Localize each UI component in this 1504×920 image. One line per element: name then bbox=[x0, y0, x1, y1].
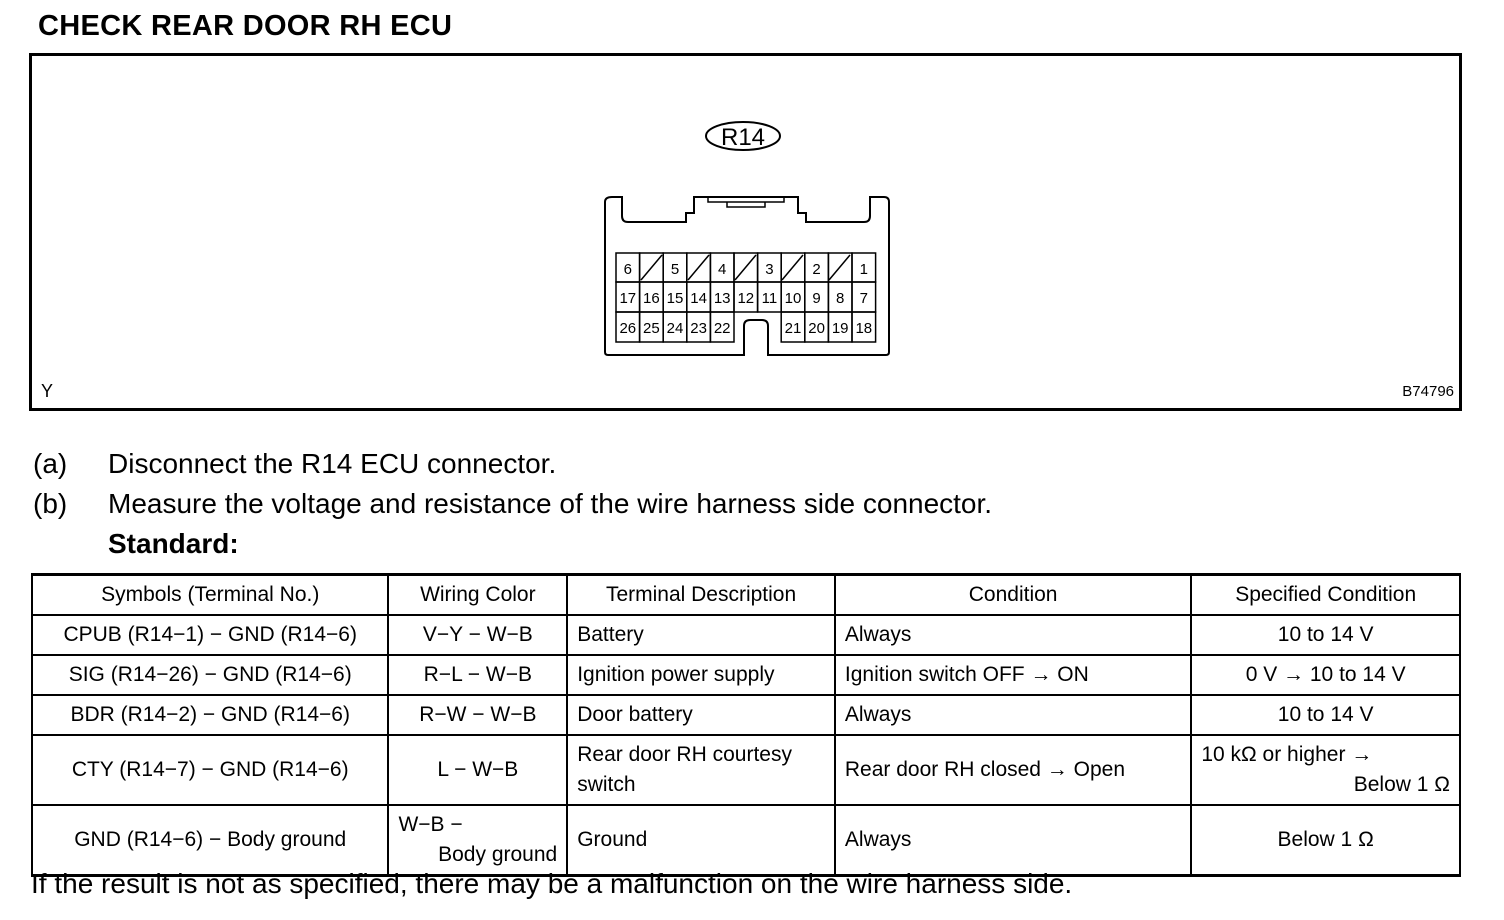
terminal-number: 24 bbox=[667, 320, 684, 337]
condition-cell: Ignition switch OFF → ON bbox=[833, 654, 1193, 696]
step-text: Disconnect the R14 ECU connector. bbox=[108, 448, 557, 479]
description-cell: Battery bbox=[566, 614, 836, 656]
terminal-number: 3 bbox=[765, 261, 773, 278]
terminal-number: 8 bbox=[836, 290, 844, 307]
description-cell: Door battery bbox=[566, 694, 836, 736]
standard-table: Symbols (Terminal No.) Wiring Color Term… bbox=[30, 573, 1461, 877]
terminal-number: 2 bbox=[812, 261, 820, 278]
wiring-color-cell: R−W − W−B bbox=[387, 694, 569, 736]
spec-line: Below 1 Ω bbox=[1353, 773, 1450, 796]
terminal-number: 14 bbox=[690, 290, 707, 307]
figure-id: B74796 bbox=[1402, 383, 1454, 400]
specified-condition-cell: Below 1 Ω bbox=[1190, 804, 1461, 877]
column-header: Terminal Description bbox=[566, 573, 836, 616]
terminal-number: 22 bbox=[714, 320, 731, 337]
column-header: Condition bbox=[833, 573, 1193, 616]
footer-note: If the result is not as specified, there… bbox=[31, 868, 1073, 899]
wiring-color-cell: L − W−B bbox=[387, 734, 569, 806]
terminal-number: 17 bbox=[619, 290, 636, 307]
terminal-number: 16 bbox=[643, 290, 660, 307]
figure-corner-label: Y bbox=[41, 381, 54, 401]
terminal-number: 6 bbox=[624, 261, 632, 278]
wiring-color-line: W−B − bbox=[398, 813, 463, 836]
step-text: Measure the voltage and resistance of th… bbox=[108, 488, 993, 519]
description-cell: Rear door RH courtesy switch bbox=[566, 734, 836, 806]
symbol-cell: CPUB (R14−1) − GND (R14−6) bbox=[30, 614, 390, 656]
terminal-number: 25 bbox=[643, 320, 660, 337]
spec-line: 10 kΩ or higher → bbox=[1201, 743, 1373, 766]
terminal-number: 4 bbox=[718, 261, 726, 278]
symbol-cell: GND (R14−6) − Body ground bbox=[30, 804, 390, 877]
table-row: BDR (R14−2) − GND (R14−6) R−W − W−B Door… bbox=[30, 694, 1461, 736]
terminal-number: 19 bbox=[832, 320, 849, 337]
specified-condition-cell: 10 kΩ or higher → Below 1 Ω bbox=[1190, 734, 1461, 806]
description-line: switch bbox=[577, 773, 636, 796]
description-cell: Ignition power supply bbox=[566, 654, 836, 696]
unused-terminal-marks bbox=[640, 254, 851, 281]
wiring-color-cell: V−Y − W−B bbox=[387, 614, 569, 656]
condition-cell: Always bbox=[833, 614, 1193, 656]
table-row: CPUB (R14−1) − GND (R14−6) V−Y − W−B Bat… bbox=[30, 614, 1461, 656]
description-cell: Ground bbox=[566, 804, 836, 877]
terminal-number: 23 bbox=[690, 320, 707, 337]
column-header: Wiring Color bbox=[387, 573, 569, 616]
table-row: GND (R14−6) − Body ground W−B − Body gro… bbox=[30, 804, 1461, 877]
connector-label-oval bbox=[705, 121, 781, 151]
standard-label: Standard: bbox=[108, 528, 239, 559]
wiring-color-line: Body ground bbox=[438, 843, 558, 866]
step-label: (a) bbox=[33, 448, 68, 479]
step-a: (a) Disconnect the R14 ECU connector. bbox=[33, 448, 556, 480]
terminal-number: 21 bbox=[785, 320, 802, 337]
table-row: SIG (R14−26) − GND (R14−6) R−L − W−B Ign… bbox=[30, 654, 1461, 696]
table-header-row: Symbols (Terminal No.) Wiring Color Term… bbox=[30, 573, 1461, 616]
terminal-number: 9 bbox=[812, 290, 820, 307]
terminal-number: 5 bbox=[671, 261, 679, 278]
condition-cell: Always bbox=[833, 804, 1193, 877]
symbol-cell: CTY (R14−7) − GND (R14−6) bbox=[30, 734, 390, 806]
terminal-grid bbox=[615, 252, 877, 343]
terminal-number: 18 bbox=[855, 320, 872, 337]
terminal-number: 13 bbox=[714, 290, 731, 307]
connector-housing bbox=[604, 196, 890, 356]
terminal-number: 10 bbox=[785, 290, 802, 307]
wiring-color-cell: W−B − Body ground bbox=[387, 804, 569, 877]
terminal-number: 12 bbox=[737, 290, 754, 307]
step-b: (b) Measure the voltage and resistance of… bbox=[33, 488, 992, 520]
column-header: Specified Condition bbox=[1190, 573, 1461, 616]
connector-figure: R14 bbox=[29, 53, 1462, 411]
specified-condition-cell: 0 V → 10 to 14 V bbox=[1190, 654, 1461, 696]
terminal-number: 7 bbox=[860, 290, 868, 307]
step-label: (b) bbox=[33, 488, 68, 519]
symbol-cell: SIG (R14−26) − GND (R14−6) bbox=[30, 654, 390, 696]
specified-condition-cell: 10 to 14 V bbox=[1190, 694, 1461, 736]
table-row: CTY (R14−7) − GND (R14−6) L − W−B Rear d… bbox=[30, 734, 1461, 806]
symbol-cell: BDR (R14−2) − GND (R14−6) bbox=[30, 694, 390, 736]
terminal-number: 1 bbox=[860, 261, 868, 278]
connector-diagram: R14 bbox=[604, 121, 890, 356]
connector-label: R14 bbox=[721, 124, 765, 151]
wiring-color-cell: R−L − W−B bbox=[387, 654, 569, 696]
terminal-number: 15 bbox=[667, 290, 684, 307]
terminal-number: 11 bbox=[762, 290, 778, 307]
page-title: CHECK REAR DOOR RH ECU bbox=[38, 10, 453, 42]
condition-cell: Rear door RH closed → Open bbox=[833, 734, 1193, 806]
specified-condition-cell: 10 to 14 V bbox=[1190, 614, 1461, 656]
column-header: Symbols (Terminal No.) bbox=[30, 573, 390, 616]
condition-cell: Always bbox=[833, 694, 1193, 736]
terminal-number: 20 bbox=[808, 320, 825, 337]
terminal-number: 26 bbox=[619, 320, 636, 337]
description-line: Rear door RH courtesy bbox=[577, 743, 792, 766]
